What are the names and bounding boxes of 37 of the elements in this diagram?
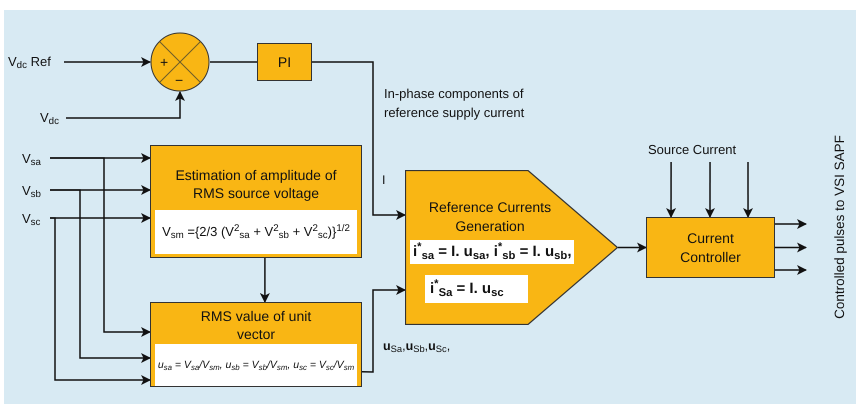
arrow <box>618 242 647 252</box>
arrow <box>64 57 151 67</box>
arrow <box>50 189 151 364</box>
arrow <box>50 153 151 163</box>
arrow <box>743 162 754 218</box>
formula: V$_{sm}$ ={2/3 (V$^{2}$$_{sa}$ + V$^{2}$$_{sb}$ + V$^{2}$$_{sc}$)}$^{1/2}$ <box>155 210 357 254</box>
block-title: Estimation of amplitude of RMS source voltage <box>174 166 338 202</box>
annotation-text: In-phase components of reference supply current <box>384 85 526 122</box>
sign-label: − <box>175 71 184 90</box>
process-box: Current Controller <box>646 217 775 278</box>
signal-label: V$_{sb}$ <box>22 182 42 199</box>
signal-label: V$_{dc}$ Ref <box>8 53 52 72</box>
arrow <box>666 162 676 218</box>
arrow <box>50 217 151 386</box>
signal-label: V$_{sa}$ <box>22 150 42 167</box>
output-label: Controlled pulses to VSI SAPF <box>831 134 848 321</box>
arrow <box>50 157 151 337</box>
formula: u$_{sa}$ = V$_{sa}$/V$_{sm}$, u$_{sb}$ = V$_{sb}$/V$_{sm}$, u$_{sc}$ = V$_{sc}$/V$_{sm}$ <box>155 344 357 386</box>
arrow <box>66 91 185 119</box>
formula: i$^{*}$$_{sa}$ = I. u$_{sa}$, i$^{*}$$_{sb}$ = I. u$_{sb}$, <box>410 240 574 264</box>
process-box: PI <box>257 43 312 81</box>
arrow <box>775 242 807 252</box>
arrow <box>50 184 151 195</box>
sign-label: + <box>160 53 168 72</box>
arrow <box>260 258 270 303</box>
signal-label: Source Current <box>648 141 738 159</box>
signal-label: V$_{dc}$ <box>40 109 60 128</box>
arrow <box>705 162 715 218</box>
formula: i$^{*}$$_{Sa}$ = I. u$_{sc}$ <box>425 275 528 303</box>
arrow <box>362 284 406 373</box>
arrow <box>50 213 151 223</box>
arrow <box>312 61 406 220</box>
block-title: RMS value of unit vector <box>200 307 312 343</box>
block-title: Reference Currents Generation <box>428 198 552 236</box>
arrow <box>775 265 807 275</box>
signal-label: V$_{sc}$ <box>22 210 42 227</box>
arrow <box>775 219 807 229</box>
